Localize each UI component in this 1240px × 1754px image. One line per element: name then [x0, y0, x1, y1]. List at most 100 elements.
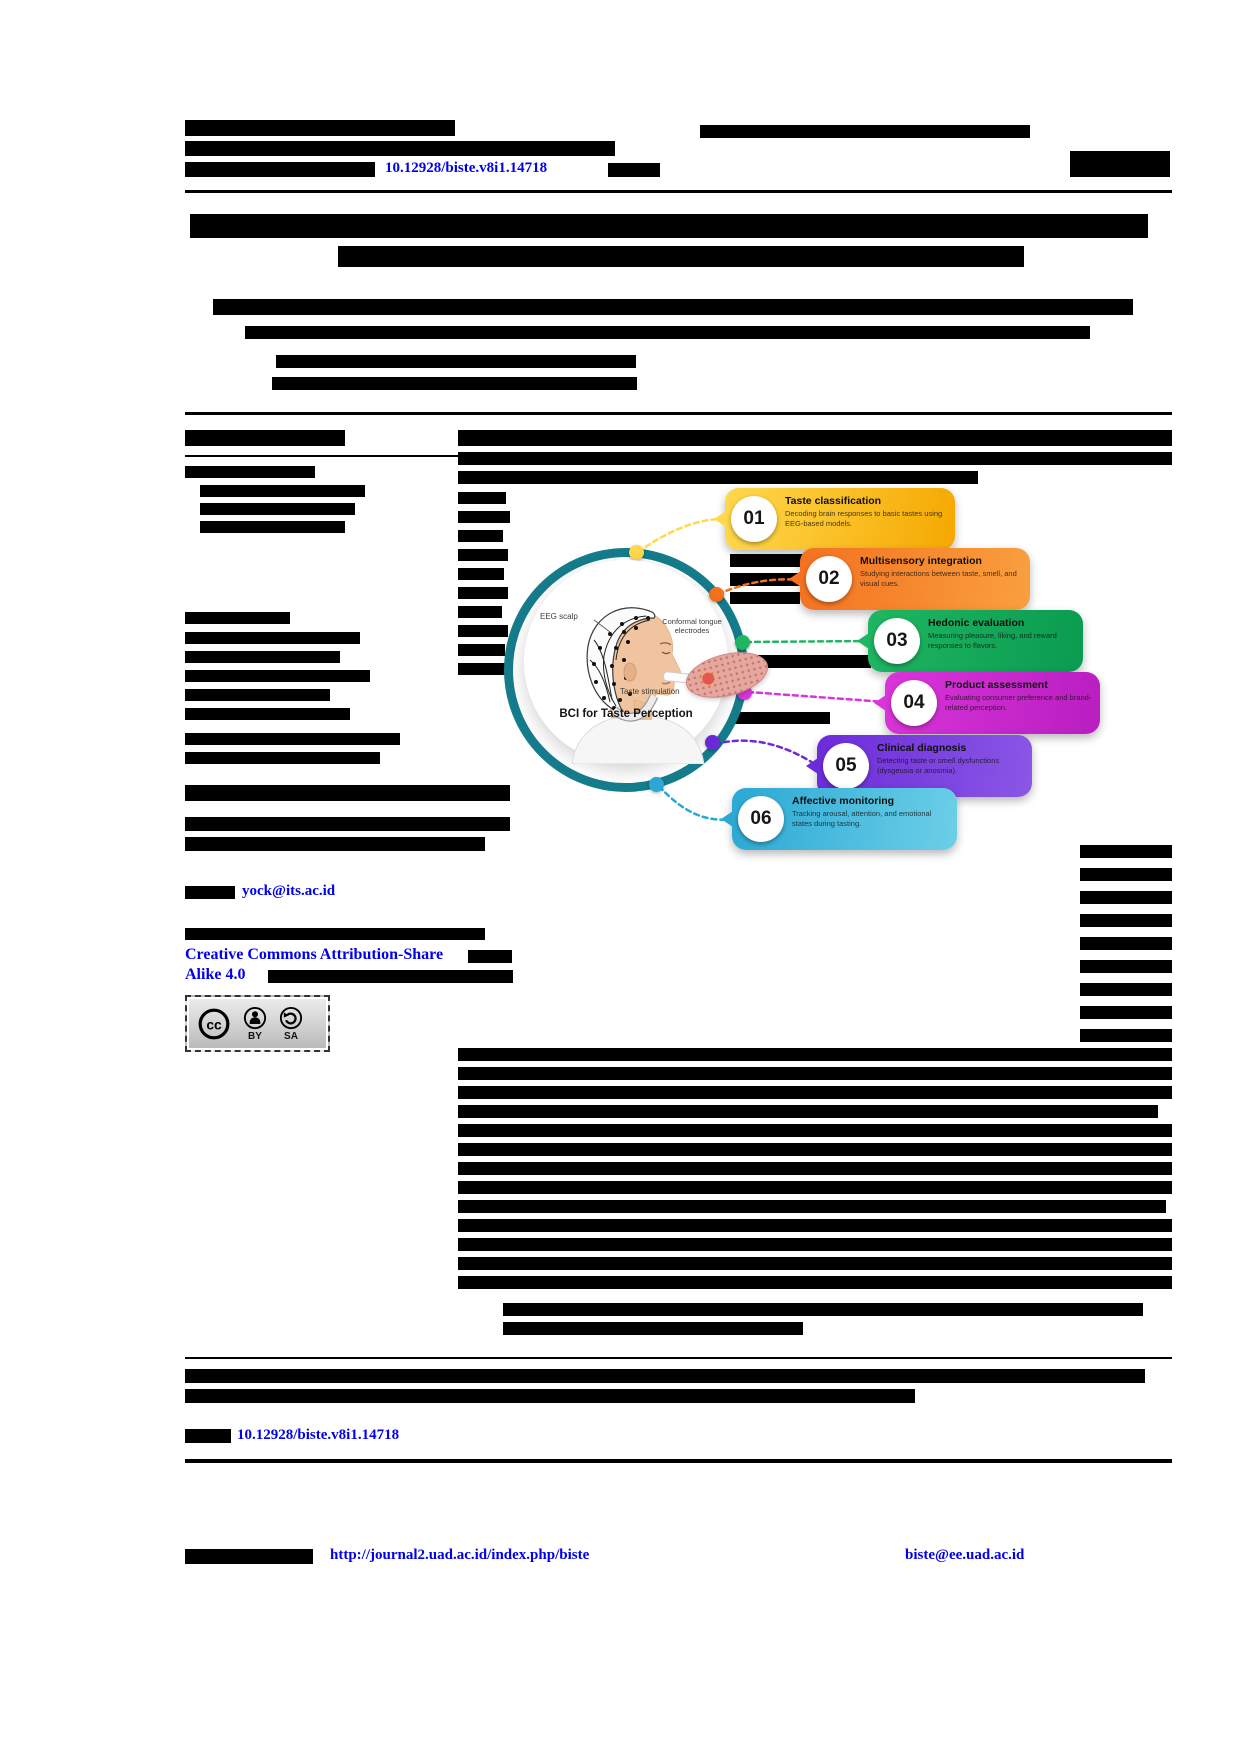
redacted-text-bar	[185, 651, 340, 663]
redacted-affiliation-bar	[276, 355, 636, 368]
ring-node-2	[709, 587, 724, 602]
cc-license-link-line1[interactable]: Creative Commons Attribution-Share	[185, 946, 444, 963]
redacted-text-bar	[185, 670, 370, 682]
citation-doi-link[interactable]: 10.12928/biste.v8i1.14718	[237, 1427, 400, 1443]
redacted-text-bar	[185, 886, 235, 899]
redacted-text-bar	[458, 1105, 1158, 1118]
cc-logo-icon: cc	[197, 1007, 231, 1041]
card-description: Detecting taste or smell dysfunctions (d…	[877, 756, 1000, 775]
card-title: Affective monitoring	[792, 795, 895, 807]
redacted-abstract-header	[458, 430, 1172, 446]
card-number: 02	[806, 556, 852, 602]
redacted-text-bar	[735, 712, 830, 724]
card-number: 01	[731, 496, 777, 542]
cc-by-sa-badge[interactable]: cc BY SA	[185, 995, 330, 1052]
redacted-text-bar	[503, 1303, 1143, 1316]
redacted-text-bar	[185, 632, 360, 644]
redacted-text-bar	[185, 928, 485, 940]
cc-by-person-icon	[243, 1006, 267, 1030]
figure-item-clinical-diagnosis: 05 Clinical diagnosis Detecting taste or…	[806, 735, 1032, 797]
card-pointer	[789, 571, 801, 587]
redacted-text-bar	[458, 1257, 1172, 1270]
redacted-text-bar	[185, 120, 455, 136]
redacted-text-bar	[1080, 937, 1172, 950]
redacted-corresponding-author-header	[185, 785, 510, 801]
card-number: 04	[891, 680, 937, 726]
redacted-text-bar	[185, 141, 615, 156]
redacted-title-bar	[190, 214, 1148, 238]
cc-license-link-line2[interactable]: Alike 4.0	[185, 966, 246, 983]
redacted-text-bar	[458, 1086, 1172, 1099]
redacted-keywords-header	[185, 612, 290, 624]
redacted-text-bar	[458, 568, 504, 580]
redacted-text-bar	[458, 644, 505, 656]
redacted-text-bar	[503, 1322, 803, 1335]
redacted-text-bar	[458, 1276, 1172, 1289]
card-pointer	[806, 758, 818, 774]
redacted-text-bar	[185, 733, 400, 745]
card-pointer	[874, 695, 886, 711]
card-pointer	[857, 633, 869, 649]
card-pointer	[714, 511, 726, 527]
card-description: Measuring pleasure, liking, and reward r…	[928, 631, 1057, 650]
footer-journal-url-link[interactable]: http://journal2.uad.ac.id/index.php/bist…	[330, 1547, 590, 1563]
redacted-text-bar	[458, 1143, 1172, 1156]
redacted-text-bar	[458, 1048, 1172, 1061]
redacted-text-bar	[468, 950, 512, 963]
figure-bci-taste-perception: EEG scalp Conformal tongue electrodes Ta…	[460, 470, 1150, 870]
ring-node-1	[629, 545, 644, 560]
divider-rule	[185, 190, 1172, 193]
redacted-text-bar	[458, 492, 506, 504]
redacted-citation-bar	[185, 1369, 1145, 1383]
redacted-text-bar	[185, 837, 485, 851]
figure-center-circle: EEG scalp Conformal tongue electrodes Ta…	[524, 560, 728, 765]
card-number: 03	[874, 618, 920, 664]
header-doi-link[interactable]: 10.12928/biste.v8i1.14718	[385, 160, 548, 176]
redacted-text-bar	[185, 708, 350, 720]
ring-node-3	[735, 635, 750, 650]
redacted-text-bar	[458, 1219, 1172, 1232]
card-title: Product assessment	[945, 679, 1048, 691]
divider-rule	[185, 1459, 1172, 1463]
divider-rule	[185, 1357, 1172, 1359]
redacted-affiliation-bar	[245, 326, 1090, 339]
redacted-issn-box	[1070, 151, 1170, 177]
corresponding-author-email-link[interactable]: yock@its.ac.id	[242, 883, 336, 899]
redacted-text-bar	[1080, 845, 1172, 858]
eeg-scalp-label: EEG scalp	[540, 612, 578, 621]
redacted-text-bar	[1080, 914, 1172, 927]
footer-contact-email-link[interactable]: biste@ee.uad.ac.id	[905, 1547, 1025, 1563]
redacted-text-bar	[458, 471, 978, 484]
redacted-authors-bar	[213, 299, 1133, 315]
card-title: Multisensory integration	[860, 555, 982, 567]
redacted-text-bar	[458, 663, 510, 675]
svg-text:cc: cc	[206, 1016, 222, 1032]
redacted-text-bar	[730, 554, 815, 567]
redacted-text-bar	[200, 503, 355, 515]
redacted-text-bar	[1080, 868, 1172, 881]
tongue-electrodes-label: Conformal tongue electrodes	[662, 617, 722, 635]
redacted-citation-bar	[185, 1389, 915, 1403]
figure-item-taste-classification: 01 Taste classification Decoding brain r…	[714, 488, 955, 550]
redacted-text-bar	[200, 521, 345, 533]
redacted-text-bar	[1080, 1006, 1172, 1019]
card-description: Decoding brain responses to basic tastes…	[785, 509, 943, 528]
card-description: Tracking arousal, attention, and emotion…	[792, 809, 932, 828]
cc-by-label: BY	[248, 1030, 262, 1042]
figure-item-hedonic-evaluation: 03 Hedonic evaluation Measuring pleasure…	[857, 610, 1083, 672]
redacted-text-bar	[1080, 983, 1172, 996]
figure-caption: BCI for Taste Perception	[559, 708, 693, 720]
card-description: Studying interactions between taste, sme…	[860, 569, 1017, 588]
redacted-title-bar	[338, 246, 1024, 267]
redacted-text-bar	[200, 485, 365, 497]
card-pointer	[721, 811, 733, 827]
redacted-text-bar	[458, 606, 502, 618]
ring-node-5	[705, 735, 720, 750]
card-title: Clinical diagnosis	[877, 742, 967, 754]
redacted-text-bar	[458, 1124, 1172, 1137]
redacted-text-bar	[458, 549, 508, 561]
cc-sa-icon	[279, 1006, 303, 1030]
redacted-text-bar	[458, 625, 508, 637]
head-eeg-illustration	[571, 607, 705, 765]
